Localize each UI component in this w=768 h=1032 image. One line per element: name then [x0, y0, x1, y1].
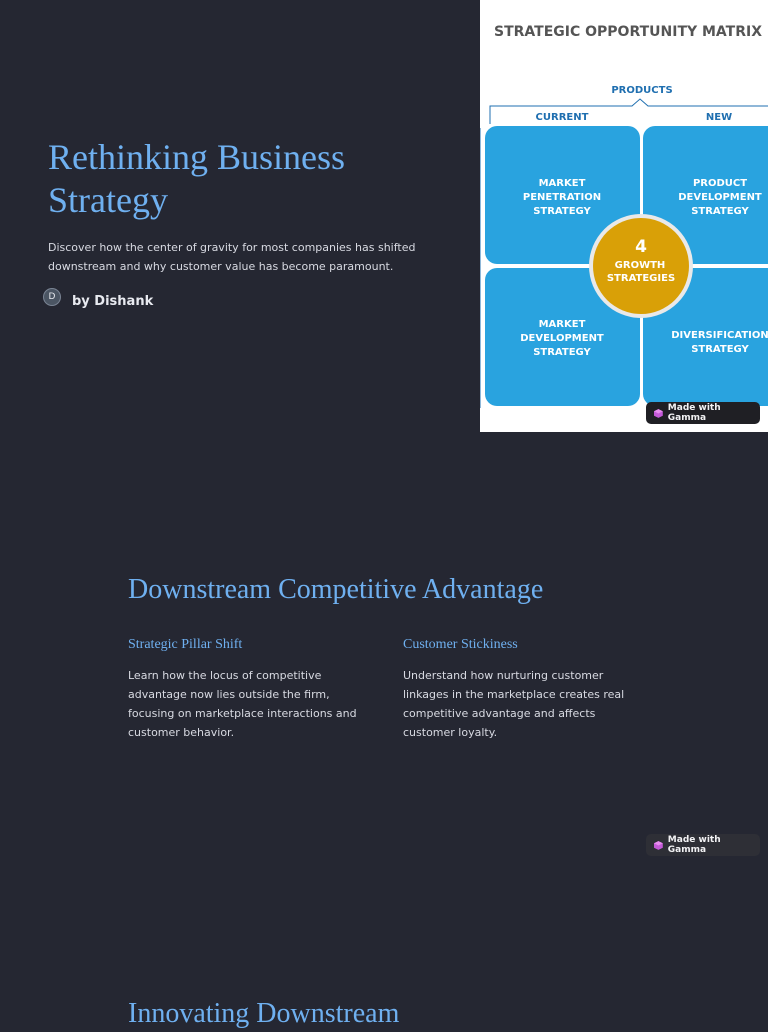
- q-tl-line3: STRATEGY: [533, 206, 591, 217]
- column-heading: Customer Stickiness: [403, 637, 518, 652]
- q-bl-line3: STRATEGY: [533, 347, 591, 358]
- made-with-gamma-badge[interactable]: Made with Gamma: [646, 402, 760, 424]
- center-line2: STRATEGIES: [607, 273, 675, 284]
- gamma-logo-icon: [654, 840, 663, 850]
- quadrant-bottom-left: [485, 268, 640, 406]
- feature-column-strategic-pillar: Strategic Pillar Shift Learn how the loc…: [128, 636, 360, 742]
- gamma-logo-icon: [654, 408, 663, 418]
- title-slide: Rethinking Business Strategy Discover ho…: [0, 0, 768, 432]
- q-br-line1: DIVERSIFICATION: [671, 330, 768, 341]
- q-tl-line2: PENETRATION: [523, 192, 601, 203]
- q-bl-line2: DEVELOPMENT: [520, 333, 604, 344]
- matrix-axis-label: PRODUCTS: [611, 85, 672, 96]
- badge-label: Made with Gamma: [667, 835, 721, 855]
- section-title: Innovating Downstream: [128, 998, 400, 1029]
- page-title: Rethinking Business Strategy: [48, 137, 346, 220]
- q-br-line2: STRATEGY: [691, 344, 749, 355]
- column-heading: Strategic Pillar Shift: [128, 637, 243, 652]
- feature-column-customer-stickiness: Customer Stickiness Understand how nurtu…: [403, 636, 635, 742]
- q-tr-line1: PRODUCT: [693, 178, 747, 189]
- author-name: by Dishank: [72, 294, 154, 309]
- made-with-gamma-badge[interactable]: Made with Gamma: [646, 834, 760, 856]
- column-body: Understand how nurturing customer linkag…: [403, 669, 625, 739]
- matrix-title: STRATEGIC OPPORTUNITY MATRIX: [494, 24, 762, 40]
- quadrant-top-left: [485, 126, 640, 264]
- q-tr-line3: STRATEGY: [691, 206, 749, 217]
- badge-label: Made with Gamma: [667, 403, 721, 423]
- matrix-col-new: NEW: [706, 112, 732, 123]
- q-bl-line1: MARKET: [539, 319, 586, 330]
- center-line1: GROWTH: [615, 260, 666, 271]
- matrix-col-current: CURRENT: [536, 112, 589, 123]
- column-body: Learn how the locus of competitive advan…: [128, 669, 357, 739]
- q-tr-line2: DEVELOPMENT: [678, 192, 762, 203]
- q-tl-line1: MARKET: [539, 178, 586, 189]
- avatar: D: [43, 287, 61, 306]
- center-number: 4: [635, 237, 647, 257]
- section-title: Downstream Competitive Advantage: [128, 574, 544, 605]
- matrix-bracket: [489, 98, 768, 124]
- strategic-opportunity-matrix-image: STRATEGIC OPPORTUNITY MATRIX PRODUCTS CU…: [480, 0, 768, 432]
- hero-description: Discover how the center of gravity for m…: [48, 241, 416, 273]
- author-byline: D by Dishank: [43, 284, 153, 309]
